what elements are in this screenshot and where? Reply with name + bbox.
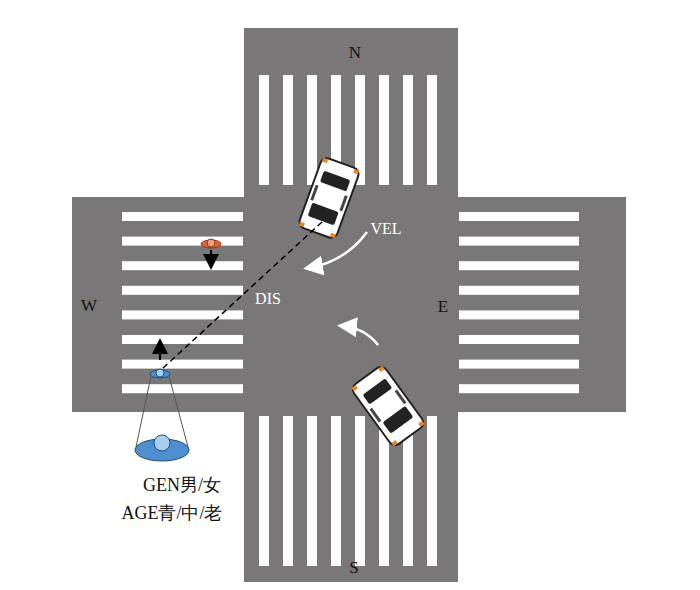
- direction-label: N: [349, 44, 361, 63]
- direction-label: E: [438, 298, 448, 317]
- pedestrian: [135, 342, 189, 461]
- road-ew: [72, 197, 626, 412]
- distance-line: [163, 222, 322, 368]
- crosswalk-stripe: [259, 416, 269, 566]
- car: [298, 156, 361, 239]
- crosswalk-stripe: [427, 416, 437, 566]
- direction-label: S: [349, 559, 358, 578]
- crosswalk-stripe: [331, 416, 341, 566]
- crosswalk-stripe: [355, 416, 365, 566]
- direction-label: W: [81, 297, 97, 316]
- crosswalk-stripe: [259, 75, 269, 185]
- pedestrian: [201, 239, 221, 266]
- crosswalks: [122, 75, 579, 566]
- crosswalk-stripe: [427, 75, 437, 185]
- velocity-label: VEL: [370, 220, 401, 238]
- car: [350, 364, 426, 447]
- crosswalk-stripe: [379, 75, 389, 185]
- distance-label: DIS: [255, 290, 281, 308]
- crosswalk-stripe: [459, 212, 579, 221]
- crosswalk-stripe: [403, 75, 413, 185]
- crosswalk-stripe: [122, 212, 243, 221]
- age-label: AGE青/中/老: [122, 504, 223, 524]
- crosswalk-stripe: [307, 75, 317, 185]
- crosswalk-stripe: [459, 335, 579, 344]
- crosswalk-stripe: [459, 237, 579, 246]
- crosswalk-stripe: [459, 261, 579, 270]
- crosswalk-stripe: [122, 261, 243, 270]
- crosswalk-stripe: [122, 384, 243, 393]
- gender-label: GEN男/女: [143, 476, 221, 496]
- crosswalk-stripe: [459, 286, 579, 295]
- crosswalk-stripe: [459, 360, 579, 369]
- crosswalk-stripe: [459, 384, 579, 393]
- crosswalk-stripe: [122, 360, 243, 369]
- crosswalk-stripe: [307, 416, 317, 566]
- turn-arrow: [308, 232, 367, 268]
- crosswalk-stripe: [459, 310, 579, 319]
- crosswalk-stripe: [122, 286, 243, 295]
- crosswalk-stripe: [122, 237, 243, 246]
- crosswalk-stripe: [283, 75, 293, 185]
- turn-arrow: [342, 326, 378, 345]
- crosswalk-stripe: [283, 416, 293, 566]
- crosswalk-stripe: [122, 335, 243, 344]
